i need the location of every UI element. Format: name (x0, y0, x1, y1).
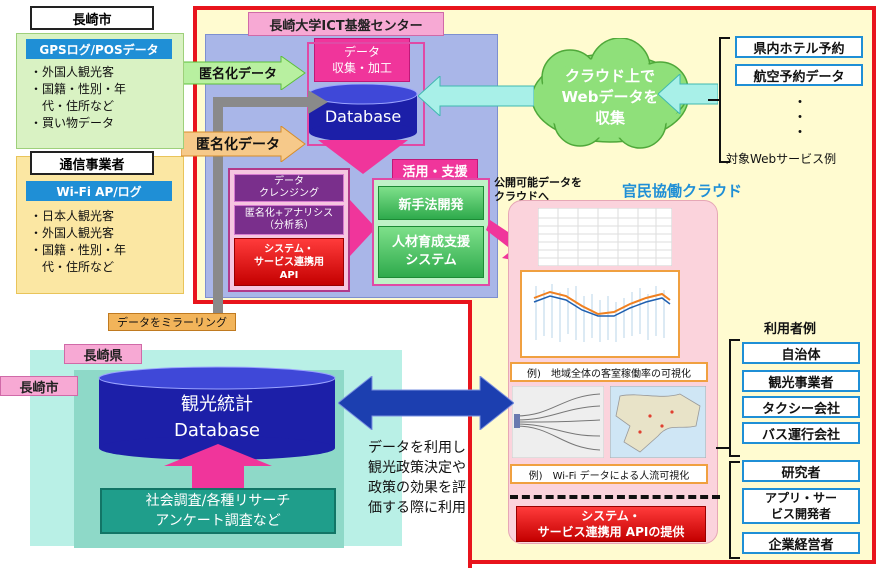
wifi-item-2: ・外国人観光客 (30, 226, 115, 240)
web-service-hotel: 県内ホテル予約 (735, 36, 863, 58)
data-collect-line1: データ (343, 45, 380, 59)
new-method-box: 新手法開発 (378, 186, 484, 220)
anon-arrow-green (181, 56, 306, 90)
cloud-line3: 収集 (594, 108, 625, 127)
mirroring-path (213, 90, 328, 328)
hr-support-line1: 人材育成支援 (391, 235, 470, 250)
up-arrow-pink (164, 444, 272, 488)
survey-box: 社会調査/各種リサーチ アンケート調査など (100, 488, 336, 534)
web-service-airline: 航空予約データ (735, 64, 863, 86)
user-bus: バス運行会社 (742, 422, 860, 444)
usage-line1: データを利用し (368, 440, 466, 456)
cleansing-line2: クレンジング (259, 188, 319, 199)
app-dev-line2: ビス開発者 (770, 507, 831, 521)
api-provide-box: システム・ サービス連携用 APIの提供 (516, 506, 706, 542)
tourism-db-sub: Database (174, 420, 260, 441)
frame-cutout-edge-h (193, 300, 472, 304)
carrier-title: 通信事業者 (30, 151, 154, 175)
example-occupancy: 例) 地域全体の客室稼働率の可視化 (510, 362, 708, 382)
system-api-box: システム・ サービス連携用 API (234, 238, 344, 286)
public-private-title: 官民協働クラウド (622, 182, 743, 200)
database-cylinder (308, 84, 418, 142)
cloud-text: クラウド上で Webデータを 収集 (540, 62, 680, 132)
anon-arrow-label-1: 匿名化データ (198, 66, 277, 82)
anon-arrow-label-2: 匿名化データ (196, 137, 280, 153)
mirroring-label: データをミラーリング (108, 313, 236, 331)
down-arrow-pink (318, 140, 408, 174)
dot-3: ・ (793, 125, 807, 141)
pref-label: 長崎県 (64, 344, 142, 364)
user-tourism-biz: 観光事業者 (742, 370, 860, 392)
usage-line3: 政策の効果を評 (368, 480, 466, 496)
system-api-line2: サービス連携用 (254, 256, 324, 268)
hr-support-line2: システム (405, 253, 457, 268)
user-app-developer: アプリ・サー ビス開発者 (742, 488, 860, 524)
user-municipality: 自治体 (742, 342, 860, 364)
cloud-line2: Webデータを (561, 87, 659, 106)
public-data-line1: 公開可能データを (494, 176, 582, 189)
users-bracket (716, 339, 740, 559)
table-thumbnail (538, 208, 672, 266)
anon-arrow-orange (181, 126, 306, 162)
gps-item-4: ・買い物データ (30, 116, 115, 130)
cleansing-line1: データ (274, 176, 304, 187)
public-data-label: 公開可能データを クラウドへ (494, 176, 582, 204)
dot-2: ・ (793, 110, 807, 126)
nagasaki-city-title: 長崎市 (30, 6, 154, 30)
web-service-dots: ・ ・ ・ (793, 96, 807, 141)
web-services-caption: 対象Webサービス例 (726, 152, 837, 166)
survey-line1: 社会調査/各種リサーチ (145, 493, 291, 509)
data-collect-line2: 収集・加工 (331, 61, 392, 75)
users-title: 利用者例 (764, 322, 817, 337)
anon-analysis-line1: 匿名化+アナリシス (244, 208, 334, 219)
app-dev-line1: アプリ・サー (764, 491, 837, 505)
system-api-line3: API (279, 269, 299, 281)
cloud-to-db-arrow (418, 76, 534, 116)
hr-support-box: 人材育成支援 システム (378, 226, 484, 278)
user-executive: 企業経営者 (742, 532, 860, 554)
map-thumb (610, 386, 706, 458)
gps-pos-list: ・外国人観光客 ・国籍・性別・年 代・住所など ・買い物データ (30, 64, 126, 132)
occupancy-chart-thumb (533, 284, 671, 342)
city-label: 長崎市 (0, 376, 78, 396)
ict-center-title: 長崎大学ICT基盤センター (248, 12, 444, 36)
gps-pos-header: GPSログ/POSデータ (26, 39, 172, 59)
cloud-line1: クラウド上で (564, 66, 655, 85)
survey-line2: アンケート調査など (155, 513, 281, 529)
anon-analysis-box: 匿名化+アナリシス （分析系） (234, 205, 344, 235)
anon-analysis-line2: （分析系） (264, 220, 314, 231)
flow-viz-thumb (512, 386, 604, 458)
wifi-item-3: ・国籍・性別・年 (30, 243, 127, 257)
database-label: Database (324, 106, 402, 126)
gps-item-1: ・外国人観光客 (30, 65, 115, 79)
cleansing-box: データ クレンジング (234, 174, 344, 202)
user-researcher: 研究者 (742, 460, 860, 482)
right-arrow-pink (350, 200, 376, 256)
dashed-divider (510, 495, 720, 499)
public-data-line2: クラウドへ (494, 190, 549, 203)
cloud-shape (531, 38, 689, 149)
wifi-item-1: ・日本人観光客 (30, 209, 115, 223)
tourism-db-title: 観光統計 (181, 394, 253, 415)
system-api-line1: システム・ (264, 243, 314, 255)
gps-item-3: 代・住所など (30, 99, 115, 113)
tourism-db-label: 観光統計 Database (98, 390, 336, 446)
wifi-list: ・日本人観光客 ・外国人観光客 ・国籍・性別・年 代・住所など (30, 208, 126, 276)
usage-line2: 観光政策決定や (368, 460, 466, 476)
wifi-item-4: 代・住所など (30, 260, 115, 274)
web-services-bracket (708, 37, 730, 163)
data-collect-box: データ 収集・加工 (314, 38, 410, 82)
usage-line4: 価する際に利用 (368, 500, 466, 516)
gps-item-2: ・国籍・性別・年 (30, 82, 127, 96)
example-wifi: 例) Wi-Fi データによる人流可視化 (510, 464, 708, 484)
api-provide-line1: システム・ (581, 509, 641, 523)
dot-1: ・ (793, 95, 807, 111)
usage-text: データを利用し 観光政策決定や 政策の効果を評 価する際に利用 (368, 438, 466, 518)
user-taxi: タクシー会社 (742, 396, 860, 418)
blue-double-arrow (338, 376, 514, 430)
wifi-header: Wi-Fi AP/ログ (26, 181, 172, 201)
web-to-cloud-arrow (658, 74, 718, 114)
api-provide-line2: サービス連携用 APIの提供 (537, 525, 685, 539)
frame-cutout-edge-v (468, 300, 472, 568)
